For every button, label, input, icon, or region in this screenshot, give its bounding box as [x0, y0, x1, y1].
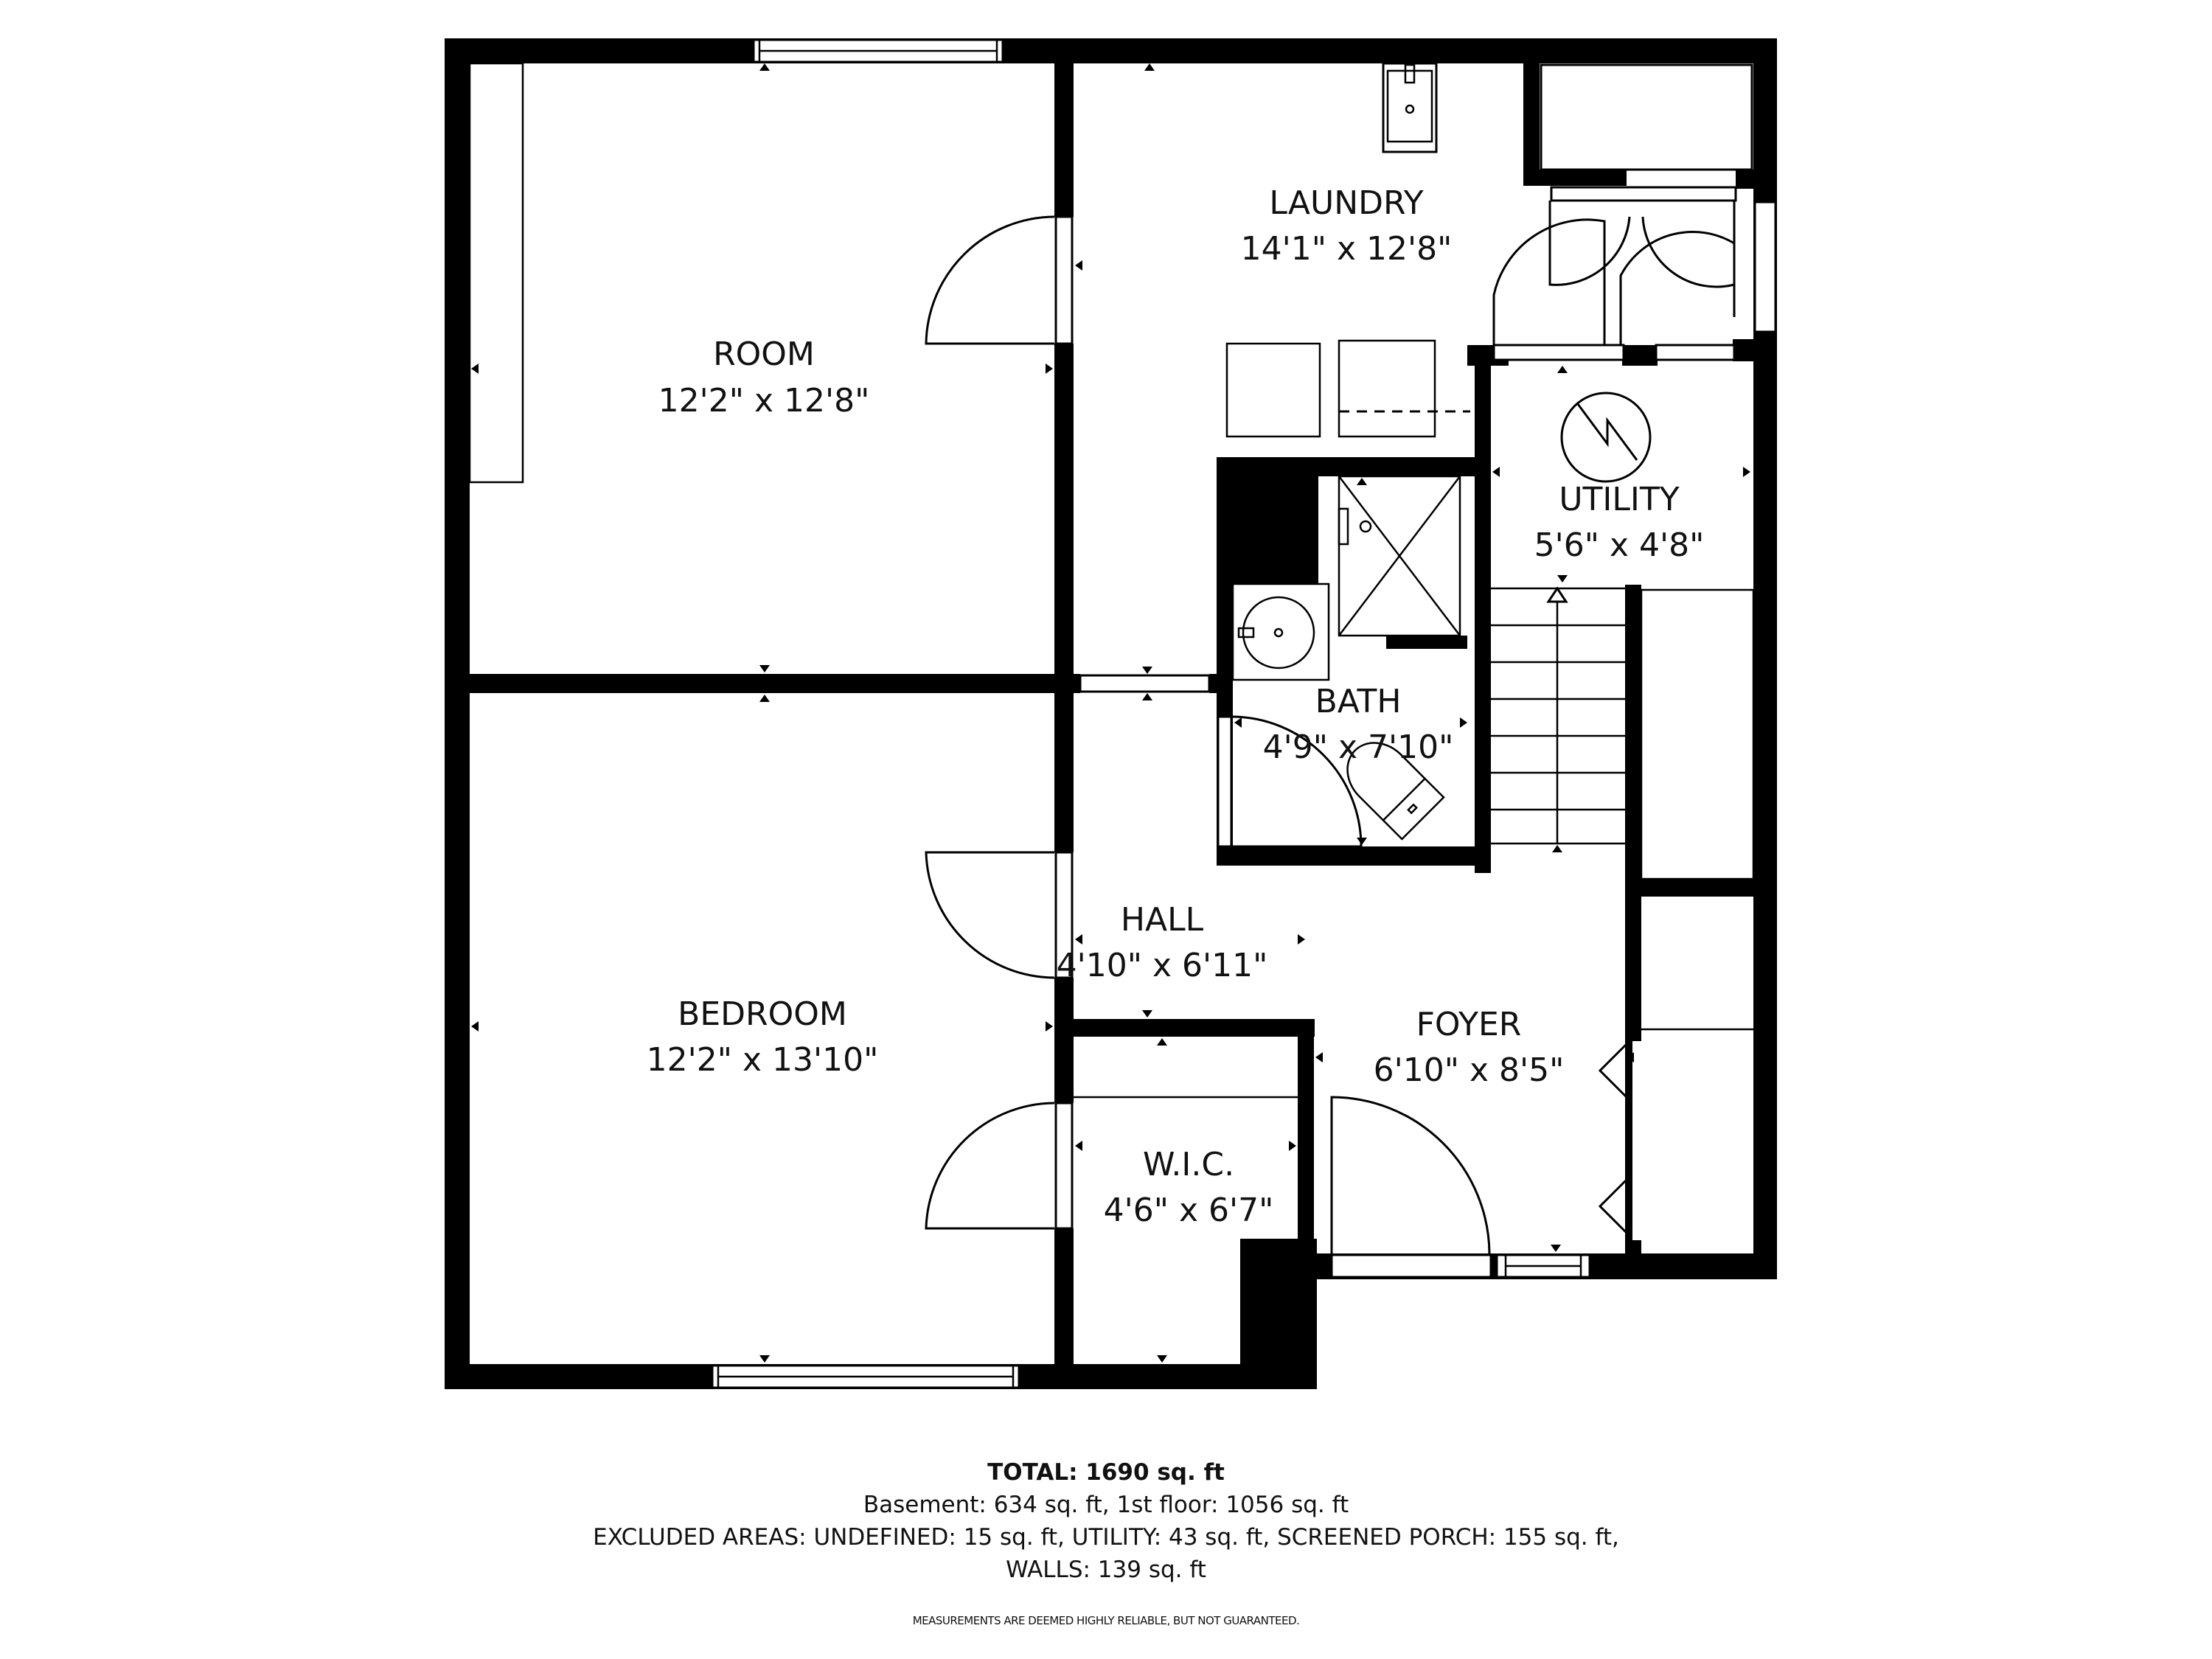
wic-name: W.I.C. — [1143, 1146, 1234, 1183]
walls-area: WALLS: 139 sq. ft — [1006, 1557, 1206, 1583]
wic-dimensions: 4'6" x 6'7" — [1104, 1192, 1274, 1229]
room-label-wic: W.I.C. 4'6" x 6'7" — [1104, 1146, 1274, 1229]
dryer-icon — [1338, 339, 1436, 438]
bedroom-name: BEDROOM — [678, 995, 847, 1033]
laundry-dimensions: 14'1" x 12'8" — [1241, 230, 1453, 268]
doors — [925, 63, 1753, 1279]
laundry-sink-icon — [1382, 62, 1438, 153]
foyer-name: FOYER — [1416, 1006, 1522, 1043]
room-label-laundry: LAUNDRY 14'1" x 12'8" — [1241, 184, 1453, 268]
room-name: ROOM — [713, 335, 815, 373]
bath-dimensions: 4'9" x 7'10" — [1263, 728, 1454, 766]
room-label-utility: UTILITY 5'6" x 4'8" — [1534, 481, 1705, 564]
room-label-bedroom: BEDROOM 12'2" x 13'10" — [647, 995, 879, 1079]
room-label-hall: HALL 4'10" x 6'11" — [1057, 901, 1268, 984]
toilet-icon — [1346, 742, 1445, 841]
utility-dimensions: 5'6" x 4'8" — [1534, 526, 1705, 564]
foyer-dimensions: 6'10" x 8'5" — [1374, 1051, 1565, 1089]
washer-icon — [1225, 342, 1321, 438]
hall-name: HALL — [1121, 901, 1204, 939]
floor-areas: Basement: 634 sq. ft, 1st floor: 1056 sq… — [863, 1492, 1349, 1518]
excluded-areas: EXCLUDED AREAS: UNDEFINED: 15 sq. ft, UT… — [593, 1524, 1619, 1551]
total-area: TOTAL: 1690 sq. ft — [987, 1459, 1225, 1486]
stairs-icon — [1491, 586, 1625, 845]
bedroom-dimensions: 12'2" x 13'10" — [647, 1041, 879, 1079]
hall-dimensions: 4'10" x 6'11" — [1057, 947, 1268, 984]
laundry-name: LAUNDRY — [1269, 184, 1423, 222]
walls — [445, 38, 1777, 1389]
water-heater-icon — [1560, 392, 1652, 483]
room-label-foyer: FOYER 6'10" x 8'5" — [1374, 1006, 1565, 1089]
utility-name: UTILITY — [1559, 481, 1679, 518]
dimension-markers — [471, 63, 1750, 1363]
bath-name: BATH — [1315, 683, 1402, 720]
area-summary: TOTAL: 1690 sq. ft Basement: 634 sq. ft,… — [0, 1456, 2212, 1627]
closet-shelf — [468, 62, 524, 484]
room-dimensions: 12'2" x 12'8" — [658, 382, 870, 420]
room-label-bath: BATH 4'9" x 7'10" — [1263, 683, 1454, 766]
windows — [711, 38, 1777, 1389]
disclaimer: MEASUREMENTS ARE DEEMED HIGHLY RELIABLE,… — [912, 1614, 1300, 1627]
shower-icon — [1338, 475, 1461, 637]
room-label-room: ROOM 12'2" x 12'8" — [658, 335, 870, 420]
fixtures — [468, 62, 1755, 1240]
bath-sink-icon — [1231, 582, 1330, 681]
